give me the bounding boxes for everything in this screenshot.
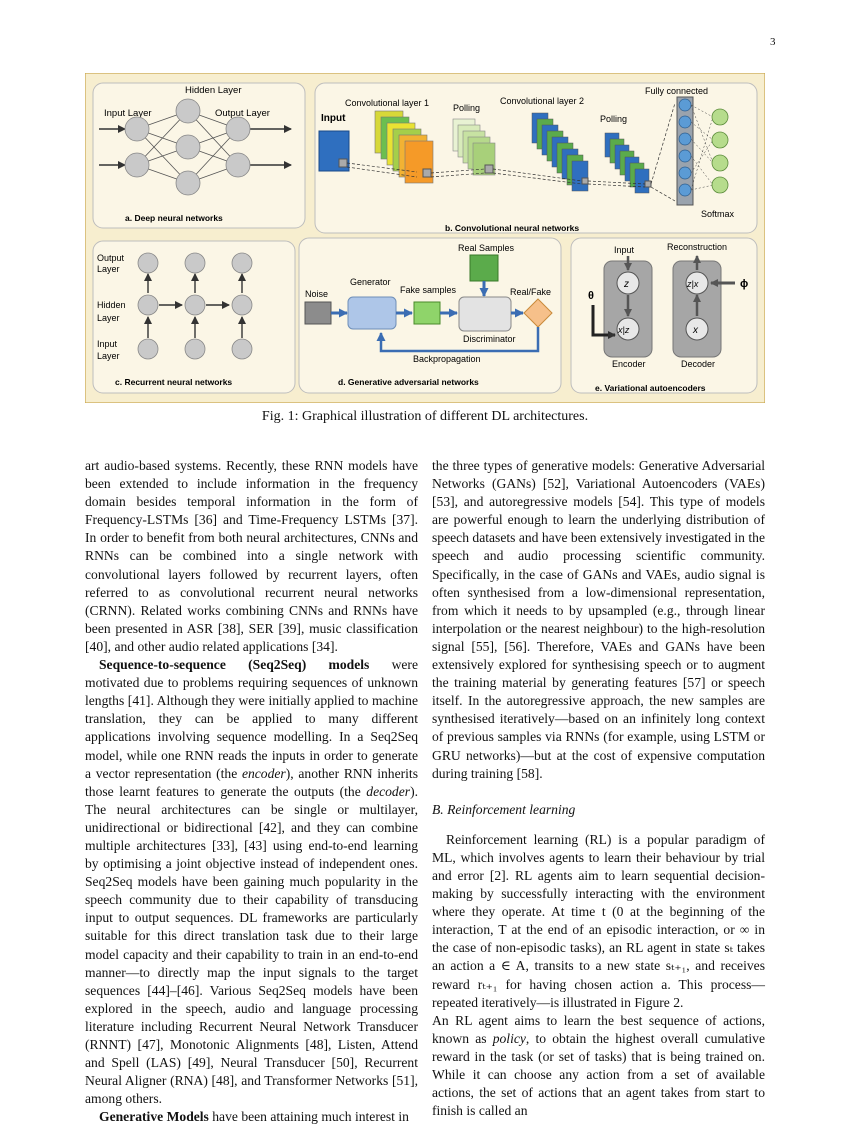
rnn-input-label-2: Layer xyxy=(97,351,120,361)
encoder-term: encoder xyxy=(241,765,286,781)
p2-text-a: were motivated due to problems requiring… xyxy=(85,657,418,781)
p3-text-a: have been attaining much interest in xyxy=(208,1109,409,1125)
vae-phi-label: ϕ xyxy=(740,278,748,290)
right-paragraph-3: An RL agent aims to learn the best seque… xyxy=(432,1012,765,1121)
gan-discriminator-label: Discriminator xyxy=(463,334,516,344)
vae-xz-label: x|z xyxy=(617,325,630,335)
vae-x-label: x xyxy=(692,325,699,336)
cnn-pool1-label: Polling xyxy=(453,103,480,113)
panel-dnn: Hidden Layer Input Layer Output Layer a.… xyxy=(92,82,306,229)
figure-dl-architectures: Hidden Layer Input Layer Output Layer a.… xyxy=(85,73,765,403)
vae-panel-label: e. Variational autoencoders xyxy=(595,383,706,393)
p2-text-c: ). The neural architectures can be singl… xyxy=(85,783,418,1107)
vae-encoder-label: Encoder xyxy=(612,359,646,369)
cnn-conv1-label: Convolutional layer 1 xyxy=(345,98,429,108)
panel-gan: Real Samples Noise Generator Fake sample… xyxy=(298,237,562,394)
vae-reconstruction-label: Reconstruction xyxy=(667,242,727,252)
cnn-input-label: Input xyxy=(321,113,346,124)
gan-real-samples-label: Real Samples xyxy=(458,243,515,253)
right-paragraph-2: Reinforcement learning (RL) is a popular… xyxy=(432,831,765,1010)
dnn-input-layer-label: Input Layer xyxy=(104,108,152,119)
rnn-hidden-label-2: Layer xyxy=(97,313,120,323)
panel-cnn: Convolutional layer 1 Polling Convolutio… xyxy=(314,82,758,234)
cnn-conv2-label: Convolutional layer 2 xyxy=(500,96,584,106)
cnn-softmax-label: Softmax xyxy=(701,209,735,219)
rp3-text-a: An RL agent aims to learn the best seque… xyxy=(432,1012,765,1046)
left-column: art audio-based systems. Recently, these… xyxy=(85,457,418,1126)
right-column: the three types of generative models: Ge… xyxy=(432,457,765,1120)
section-heading-rl: B. Reinforcement learning xyxy=(432,801,576,817)
cnn-fc-label: Fully connected xyxy=(645,86,708,96)
page-number: 3 xyxy=(770,36,776,48)
cnn-pool2-label: Polling xyxy=(600,114,627,124)
gan-generator-label: Generator xyxy=(350,277,391,287)
cnn-panel-label: b. Convolutional neural networks xyxy=(445,223,579,233)
dnn-output-layer-label: Output Layer xyxy=(215,108,270,119)
rnn-output-label-2: Layer xyxy=(97,264,120,274)
panel-vae: Input Reconstruction z x|z z|x x θ ϕ Enc… xyxy=(570,237,758,394)
rp3-text-b: , to obtain the highest overall cumulati… xyxy=(432,1030,765,1119)
gan-real-fake-label: Real/Fake xyxy=(510,287,551,297)
figure-caption: Fig. 1: Graphical illustration of differ… xyxy=(261,409,589,424)
rnn-panel-label: c. Recurrent neural networks xyxy=(115,377,232,387)
vae-z-enc-label: z xyxy=(623,279,629,290)
dnn-hidden-layer-label: Hidden Layer xyxy=(185,85,242,96)
left-paragraph-2: Sequence-to-sequence (Seq2Seq) models we… xyxy=(85,656,418,1108)
generative-models-term: Generative Models xyxy=(99,1109,209,1125)
decoder-term: decoder xyxy=(366,783,411,799)
seq2seq-term: Sequence-to-sequence (Seq2Seq) models xyxy=(99,657,370,673)
rnn-input-label: Input xyxy=(97,339,118,349)
left-paragraph-3: Generative Models have been attaining mu… xyxy=(85,1108,418,1126)
right-paragraph-1: the three types of generative models: Ge… xyxy=(432,458,765,781)
vae-theta-label: θ xyxy=(588,290,594,302)
gan-fake-samples-label: Fake samples xyxy=(400,285,457,295)
p2-text-b: ), another RNN inherits those learnt fea… xyxy=(85,765,418,799)
rnn-hidden-label: Hidden xyxy=(97,300,126,310)
gan-backprop-label: Backpropagation xyxy=(413,354,481,364)
gan-panel-label: d. Generative adversarial networks xyxy=(338,377,479,387)
vae-input-label: Input xyxy=(614,245,635,255)
gan-noise-label: Noise xyxy=(305,289,328,299)
vae-zx-label: z|x xyxy=(686,279,699,289)
dnn-panel-label: a. Deep neural networks xyxy=(125,213,223,223)
vae-decoder-label: Decoder xyxy=(681,359,715,369)
policy-term: policy xyxy=(492,1030,526,1046)
left-paragraph-1: art audio-based systems. Recently, these… xyxy=(85,458,418,654)
panel-rnn: Output Layer Hidden Layer Input Layer c.… xyxy=(92,240,296,394)
rnn-output-label: Output xyxy=(97,253,125,263)
